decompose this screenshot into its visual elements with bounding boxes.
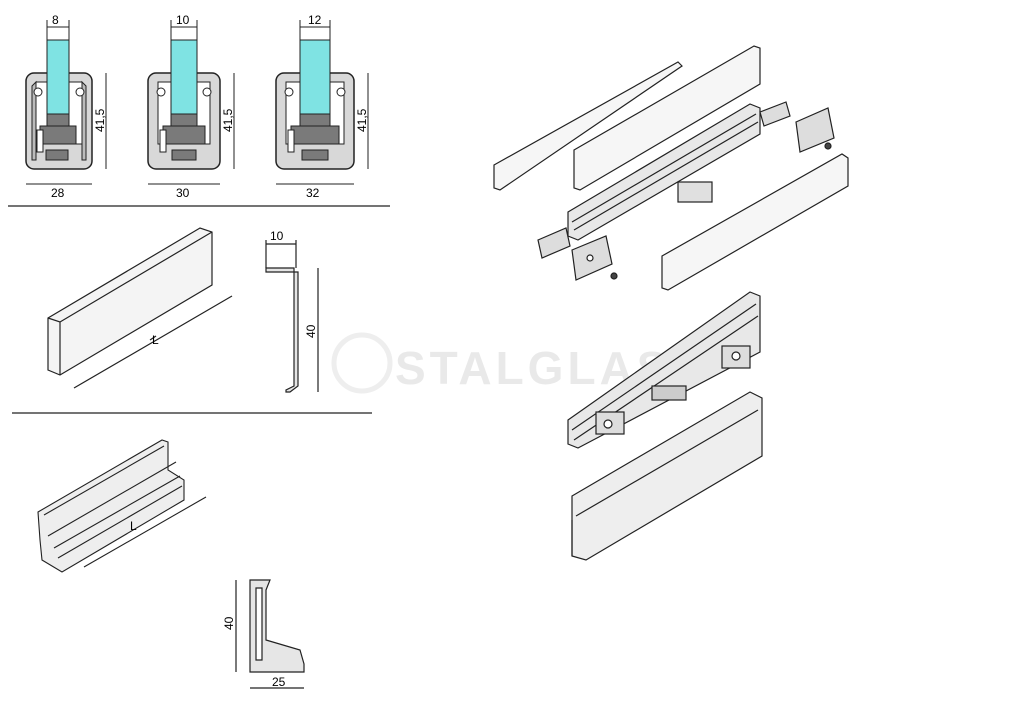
height-label: 41,5	[221, 108, 235, 132]
length-label: L	[130, 519, 137, 533]
length-label: L	[152, 333, 159, 347]
base-profile-isometric	[37, 439, 207, 573]
width-label: 28	[51, 186, 65, 200]
cross-section-8mm: 8 41,5 28	[25, 13, 107, 200]
height-dim-label: 40	[222, 616, 236, 630]
cover-profile-section	[265, 240, 319, 393]
width-label: 30	[176, 186, 190, 200]
height-label: 41,5	[355, 108, 369, 132]
top-dim-label: 10	[270, 229, 284, 243]
cross-section-10mm: 10 41,5 30	[147, 13, 235, 200]
cross-section-12mm: 12 41,5 32	[275, 13, 369, 200]
cover-profile-isometric	[47, 227, 233, 389]
glass-thickness-label: 8	[52, 13, 59, 27]
watermark-logo-icon	[331, 332, 393, 394]
exploded-assembly	[493, 45, 849, 561]
height-label: 41,5	[93, 108, 107, 132]
width-dim-label: 25	[272, 675, 286, 689]
width-label: 32	[306, 186, 320, 200]
base-profile-section	[235, 579, 305, 689]
height-dim-label: 40	[304, 324, 318, 338]
glass-thickness-label: 10	[176, 13, 190, 27]
glass-thickness-label: 12	[308, 13, 322, 27]
